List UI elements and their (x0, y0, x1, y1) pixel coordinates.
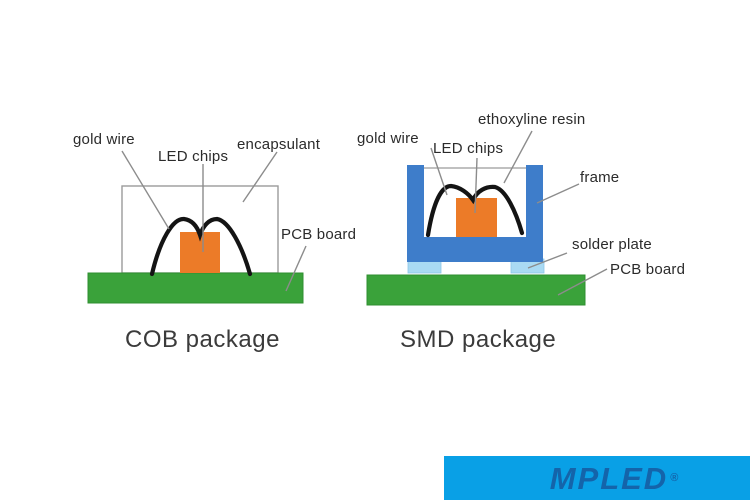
smd-led-chip (456, 198, 497, 237)
cob-pcb-board-bar (87, 272, 304, 304)
smd-frame-pointer-line (536, 183, 580, 204)
smd-ethoxyline-resin-label: ethoxyline resin (478, 111, 586, 128)
smd-led-chips-pointer-line (474, 157, 478, 214)
cob-gold-wire-pointer-line (121, 150, 170, 230)
smd-pcb-board-label: PCB board (610, 261, 686, 278)
smd-led-chips-label: LED chips (433, 140, 504, 157)
cob-gold-wire-curve (149, 216, 253, 277)
cob-encapsulant-label: encapsulant (237, 136, 321, 153)
registered-trademark-icon: ® (670, 472, 679, 484)
cob-package-caption: COB package (125, 326, 280, 353)
cob-led-chips-label: LED chips (158, 148, 229, 165)
smd-package-caption: SMD package (400, 326, 557, 353)
smd-pcb-board-bar (366, 274, 586, 306)
smd-gold-wire-label: gold wire (357, 130, 419, 147)
smd-frame-bottom (407, 237, 543, 262)
brand-logo: MPLED (549, 460, 669, 496)
smd-frame-label: frame (580, 169, 620, 186)
smd-solder-plate-label: solder plate (572, 236, 652, 253)
smd-gold-wire-pointer-line (430, 147, 448, 196)
brand-banner: MPLED® (444, 456, 750, 500)
cob-pcb-board-label: PCB board (281, 226, 357, 243)
smd-pcb-board-pointer-line (557, 268, 608, 296)
smd-solder-plate-pointer-line (527, 252, 568, 269)
smd-ethoxyline-resin-pointer-line (503, 130, 533, 184)
smd-gold-wire-curve (425, 183, 525, 238)
cob-pcb-board-pointer-line (285, 245, 307, 292)
cob-encapsulant-pointer-line (242, 151, 278, 203)
cob-gold-wire-label: gold wire (73, 131, 135, 148)
